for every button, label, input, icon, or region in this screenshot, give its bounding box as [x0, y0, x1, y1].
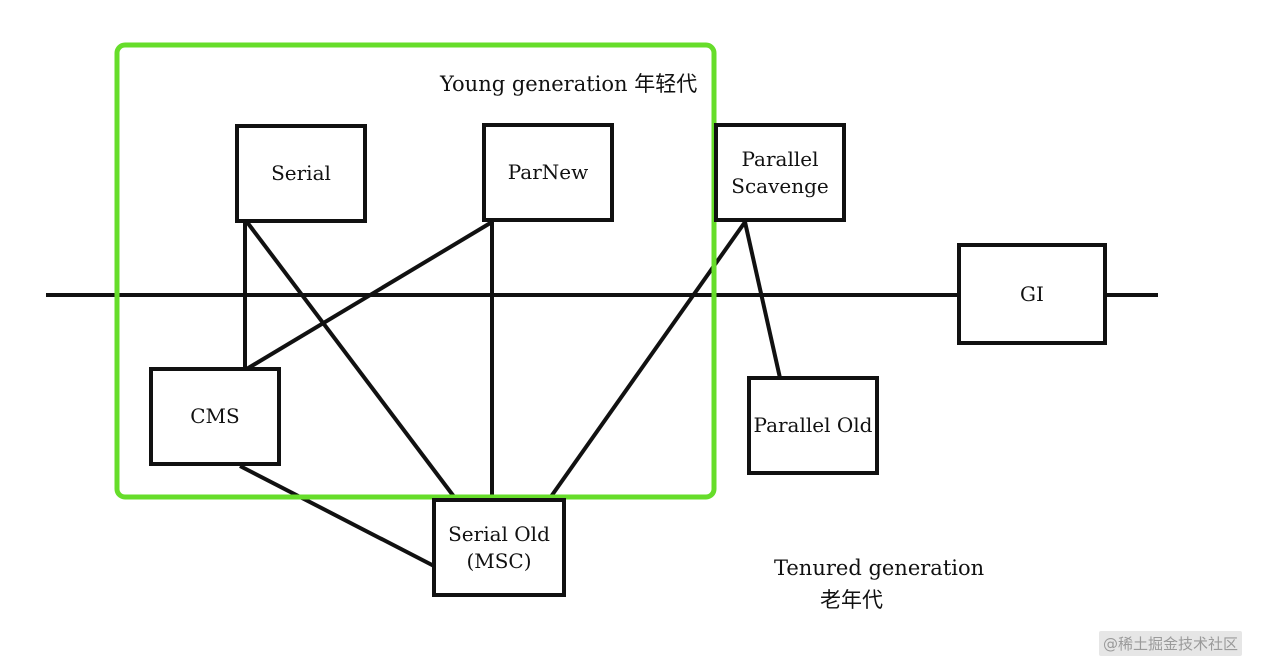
node-serial: Serial	[235, 124, 367, 223]
tenured-generation-label: Tenured generation 老年代	[774, 556, 984, 614]
node-cms: CMS	[149, 367, 281, 466]
edge-cms-serialold	[239, 464, 435, 568]
node-parallel-old-label: Parallel Old	[753, 413, 873, 437]
node-parallel-old: Parallel Old	[747, 376, 879, 475]
node-serial-old-label-1: Serial Old	[448, 521, 550, 546]
young-generation-label: Young generation 年轻代	[440, 72, 698, 96]
young-generation-region	[114, 42, 717, 500]
node-g1-label: GI	[1020, 281, 1044, 306]
edge-parnew-cms	[243, 220, 494, 372]
node-serial-old: Serial Old (MSC)	[432, 498, 566, 597]
node-parnew: ParNew	[482, 123, 614, 222]
node-g1: GI	[957, 243, 1107, 345]
tenured-generation-label-2: 老年代	[820, 588, 883, 612]
node-serial-label: Serial	[271, 161, 331, 185]
watermark-text: @稀土掘金技术社区	[1098, 631, 1242, 656]
tenured-generation-label-1: Tenured generation	[774, 556, 985, 580]
node-serial-old-label-2: (MSC)	[466, 548, 532, 573]
watermark: @稀土掘金技术社区	[1098, 631, 1242, 656]
node-parnew-label: ParNew	[507, 160, 589, 184]
edge-parallelscavenge-parallelold	[743, 221, 782, 379]
node-parallel-scavenge-label-2: Scavenge	[731, 173, 829, 198]
node-parallel-scavenge: Parallel Scavenge	[714, 123, 846, 222]
node-cms-label: CMS	[190, 404, 240, 428]
edge-serial-serialold	[245, 220, 457, 500]
node-parallel-scavenge-label-1: Parallel	[741, 146, 819, 171]
